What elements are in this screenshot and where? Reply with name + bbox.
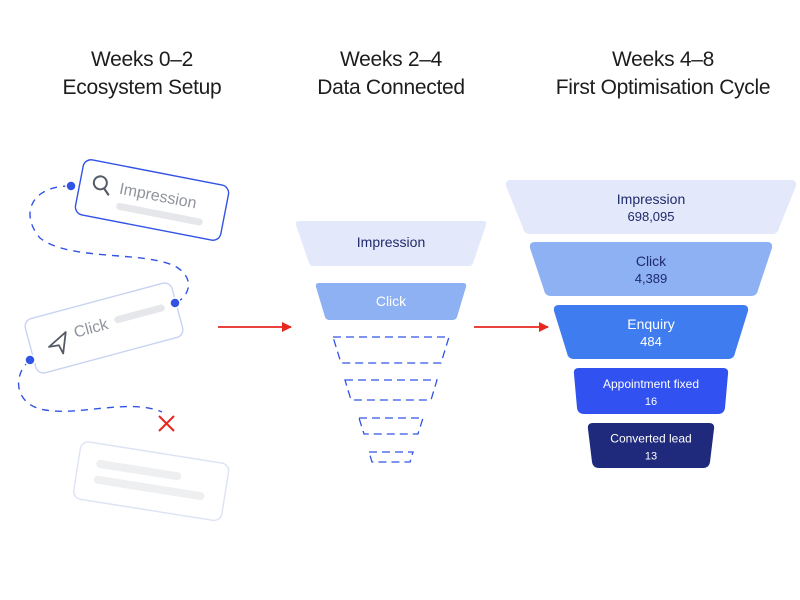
column-heading-line1: Weeks 4–8 [612,48,714,71]
funnel-stage-value: 698,095 [628,209,675,224]
funnel-stage-placeholder [368,451,414,463]
funnel-stage-value: 4,389 [635,271,668,286]
funnel-stage-label: Impression [617,191,685,207]
funnel-stage-placeholder [332,336,450,364]
dashed-tracking-path [29,185,190,304]
funnel-stage-enquiry [553,305,749,359]
column-heading-connected: Weeks 2–4 Data Connected [261,46,521,102]
placeholder-bar [114,304,165,324]
connected-funnel: Impression Click [295,221,487,463]
funnel-stage-value: 16 [645,396,657,408]
connection-node [65,180,77,192]
funnel-stage-label: Appointment fixed [603,377,699,391]
funnel-stage-impression [505,180,797,234]
column-heading-optimisation: Weeks 4–8 First Optimisation Cycle [533,46,793,102]
column-heading-line1: Weeks 2–4 [340,48,442,71]
funnel-stage-value: 13 [645,451,657,463]
placeholder-bar [116,202,203,226]
placeholder-bar [96,459,182,481]
funnel-stage-appointment-fixed [573,368,729,414]
connection-node [24,354,36,366]
funnel-stage-impression [295,221,487,266]
impression-tag-card: Impression [74,159,230,241]
funnel-stage-placeholder [344,379,438,401]
cursor-arrow-icon [48,331,67,355]
placeholder-bar [93,475,205,501]
funnel-stage-label: Converted lead [610,432,691,446]
funnel-stage-placeholder [358,417,424,435]
funnel-stage-converted-lead [587,423,715,468]
funnel-stage-click [529,242,773,296]
column-heading-line2: Data Connected [317,76,465,99]
connection-node [169,297,181,309]
dashed-tracking-path [17,359,163,413]
click-tag-card: Click [24,282,184,374]
column-heading-line2: First Optimisation Cycle [555,76,771,99]
disconnected-tag-card [72,441,230,522]
funnel-stage-label: Click [636,253,667,269]
column-heading-line2: Ecosystem Setup [62,76,222,99]
search-icon [92,175,110,196]
column-heading-setup: Weeks 0–2 Ecosystem Setup [12,46,272,102]
column-heading-line1: Weeks 0–2 [91,48,193,71]
funnel-stage-value: 484 [640,334,662,349]
broken-link-x-icon [158,415,175,432]
funnel-stage-click [315,283,467,320]
funnel-stage-label: Impression [357,234,425,250]
funnel-stage-label: Enquiry [627,316,674,332]
funnel-stage-label: Click [376,293,407,309]
